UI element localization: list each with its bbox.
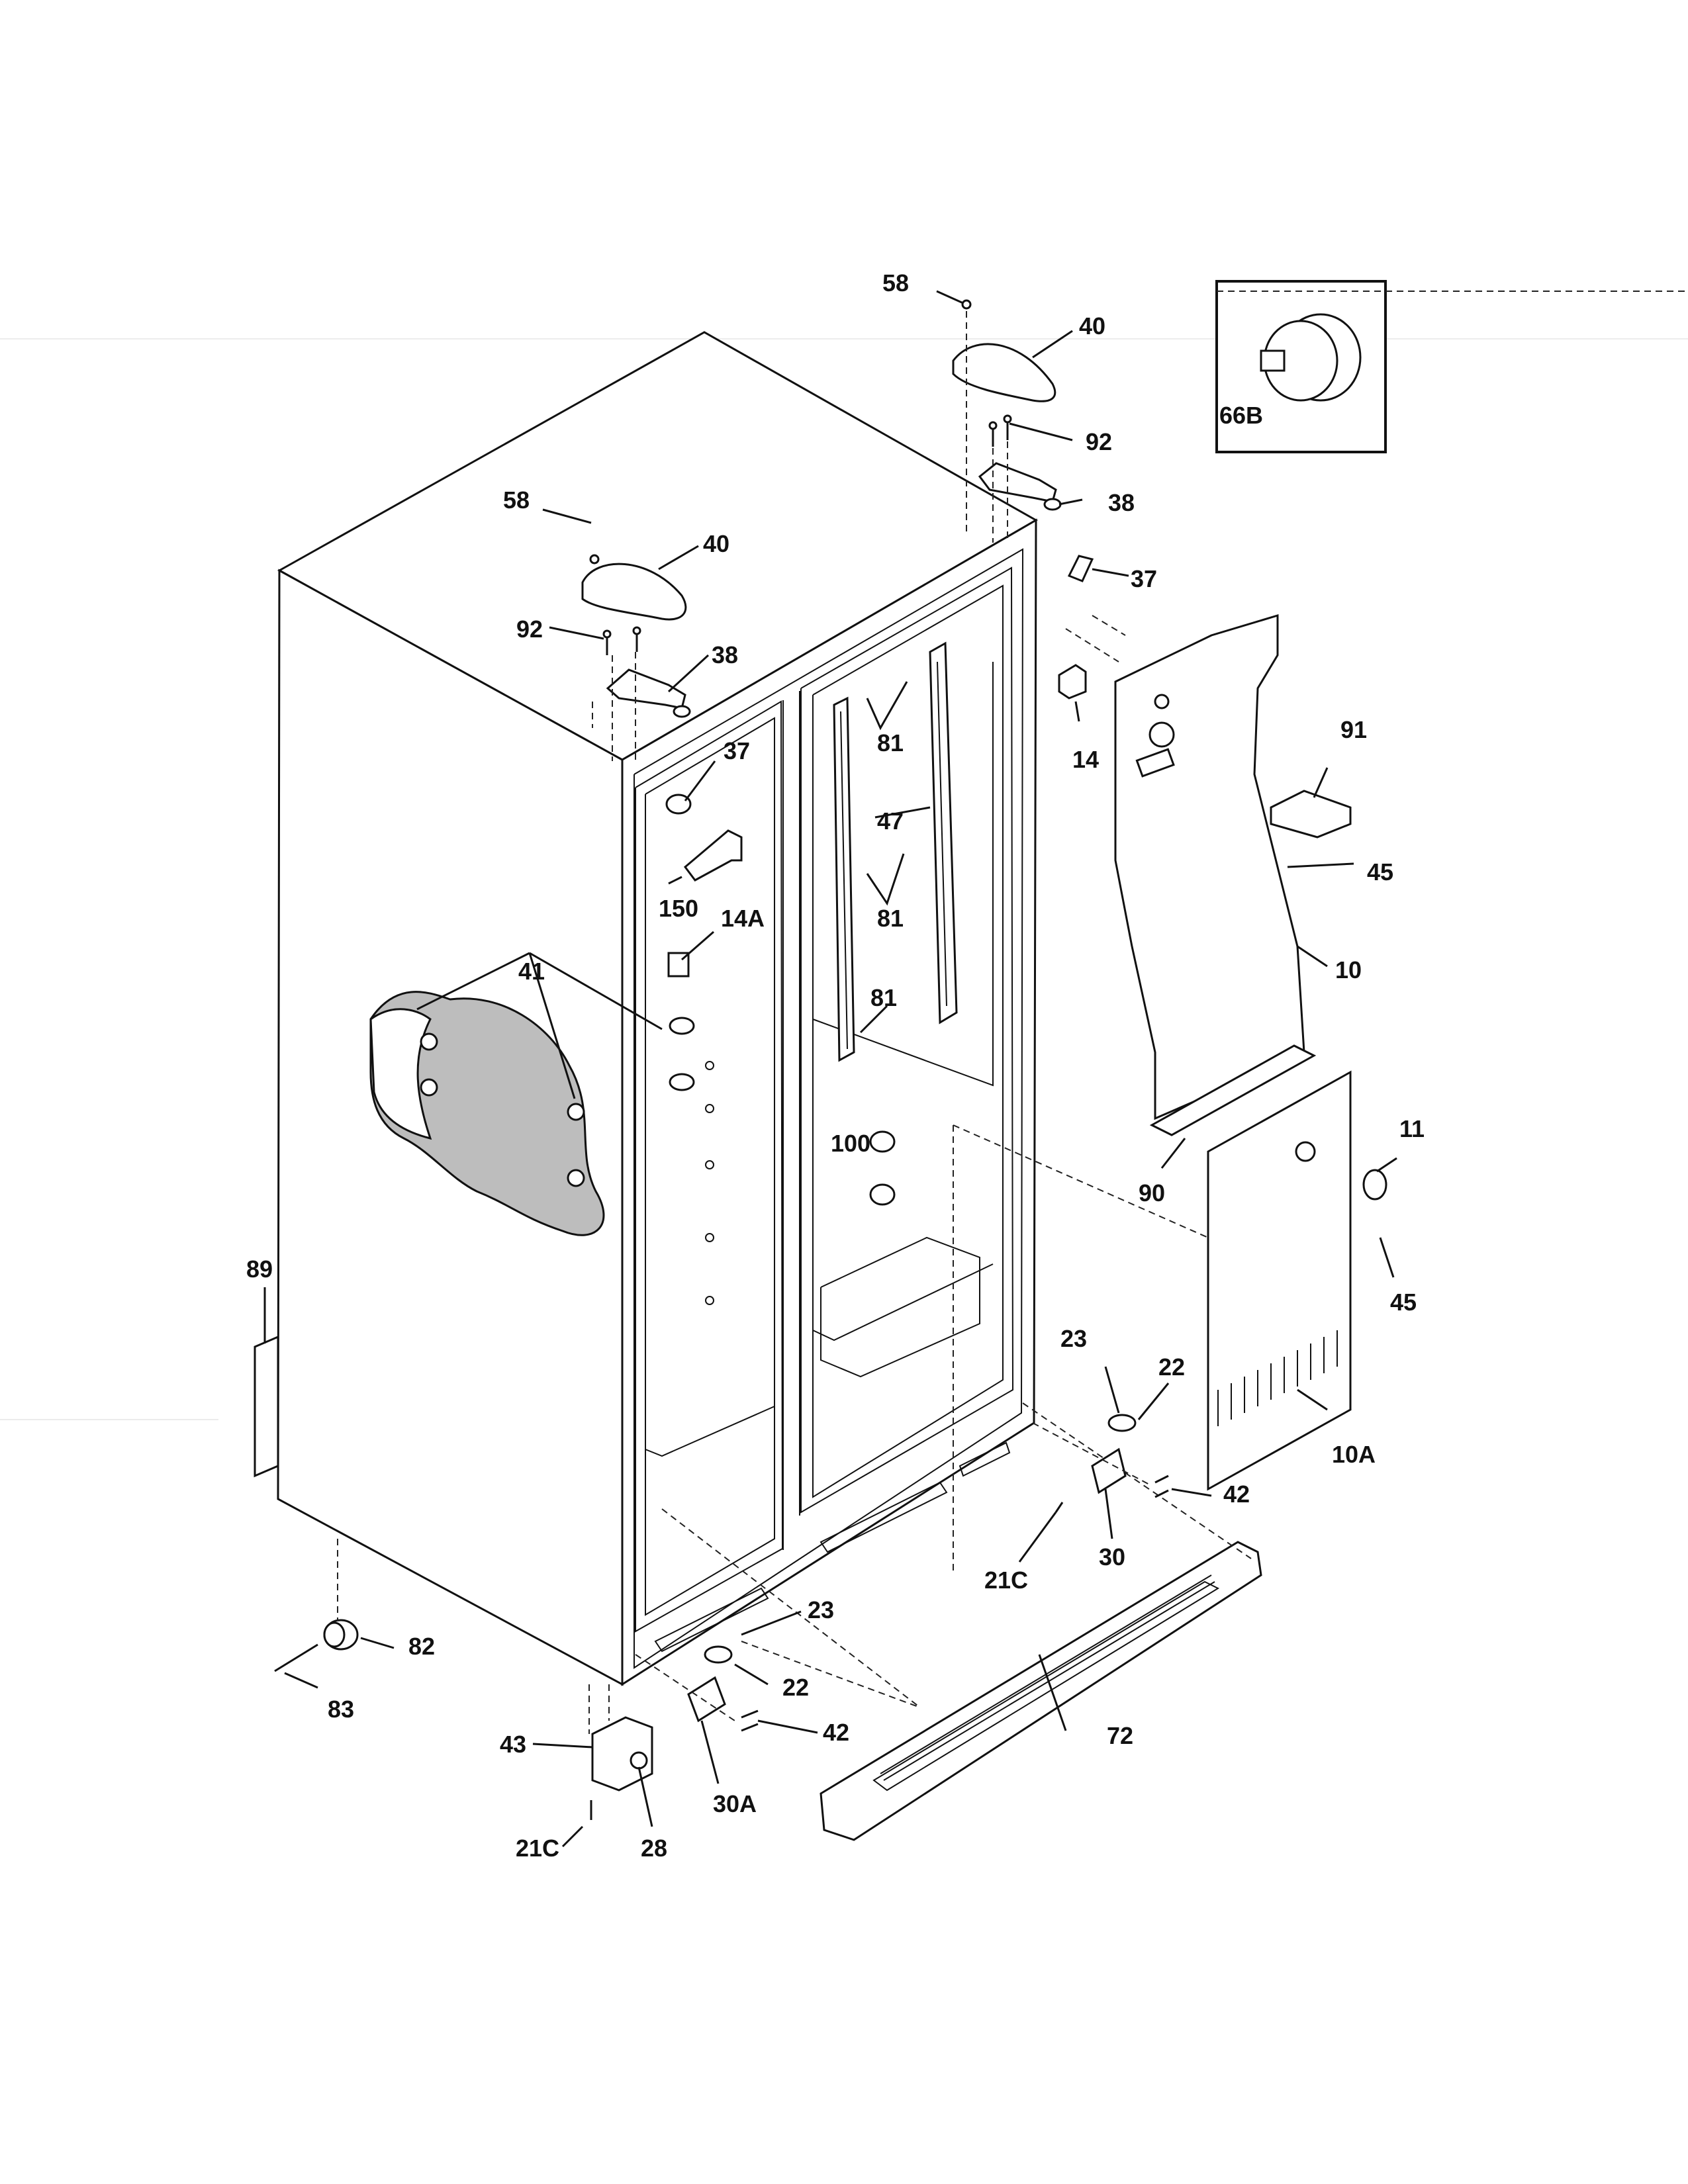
cover-vents [1217,1330,1338,1426]
inset-66B [1215,280,1688,453]
label-42-a: 42 [1223,1480,1250,1508]
label-40-left: 40 [703,530,729,557]
label-40-top: 40 [1079,312,1105,340]
label-23-a: 23 [1060,1325,1087,1352]
door-stop-top [1067,555,1094,582]
label-37-top: 37 [1131,565,1157,592]
right-hinge-bracket [966,311,1062,543]
label-22-b: 22 [782,1674,809,1701]
plug-11 [1362,1169,1387,1201]
label-45-a: 45 [1367,858,1393,886]
label-37-mid: 37 [724,737,750,764]
label-42-b: 42 [823,1719,849,1746]
label-89: 89 [246,1255,273,1283]
side-bracket-89 [254,1335,279,1478]
label-82: 82 [408,1633,435,1660]
label-47: 47 [877,807,904,835]
label-81-c: 81 [870,984,897,1011]
front-leveler [588,1684,653,1820]
shelf-holes [705,1061,714,1305]
lower-right-hinge [1032,1414,1169,1513]
label-41: 41 [518,958,545,985]
label-22-a: 22 [1158,1353,1185,1381]
label-30: 30 [1099,1543,1125,1570]
label-21C-a: 21C [984,1567,1028,1594]
label-30A: 30A [713,1790,757,1817]
label-38-left: 38 [712,641,738,668]
leader-lines [263,290,1397,1848]
label-58-left: 58 [503,486,530,514]
label-14A: 14A [721,905,765,932]
right-hinge-cover [952,299,1056,402]
label-14: 14 [1072,746,1099,773]
label-90: 90 [1139,1179,1165,1206]
kick-plate [820,1541,1262,1841]
callout-labels: 66B 58 40 92 38 37 58 40 92 38 37 81 47 … [246,269,1425,1862]
label-21C-b: 21C [516,1835,559,1862]
label-10: 10 [1335,956,1362,983]
label-81-a: 81 [877,729,904,756]
label-43: 43 [500,1731,526,1758]
label-81-b: 81 [877,905,904,932]
label-11: 11 [1399,1115,1425,1142]
fresh-food-parts [665,794,896,1206]
side-insulation-panel [369,991,605,1236]
label-72: 72 [1107,1722,1133,1749]
lower-left-hinge [635,1645,759,1732]
label-150: 150 [659,895,698,922]
label-10A: 10A [1332,1441,1376,1468]
label-100: 100 [831,1130,870,1157]
left-screws [602,626,641,655]
left-hinge-cover [581,554,687,621]
label-45-b: 45 [1390,1289,1417,1316]
bracket-91 [1270,790,1352,839]
rear-duct-panel [1065,614,1305,1120]
freezer-rails [833,641,958,1062]
lower-cover-10A [1149,1044,1352,1491]
label-23-b: 23 [808,1596,834,1623]
rear-roller [274,1539,359,1672]
label-38-top: 38 [1108,489,1135,516]
label-28: 28 [641,1835,667,1862]
clip-14 [1058,664,1087,700]
label-92-left: 92 [516,615,543,643]
label-58-top: 58 [882,269,909,296]
label-inset-66B: 66B [1219,402,1263,429]
label-92-top: 92 [1086,428,1112,455]
label-91: 91 [1340,716,1367,743]
right-screws [988,414,1012,447]
left-hinge-bracket [592,652,691,761]
label-83: 83 [328,1696,354,1723]
